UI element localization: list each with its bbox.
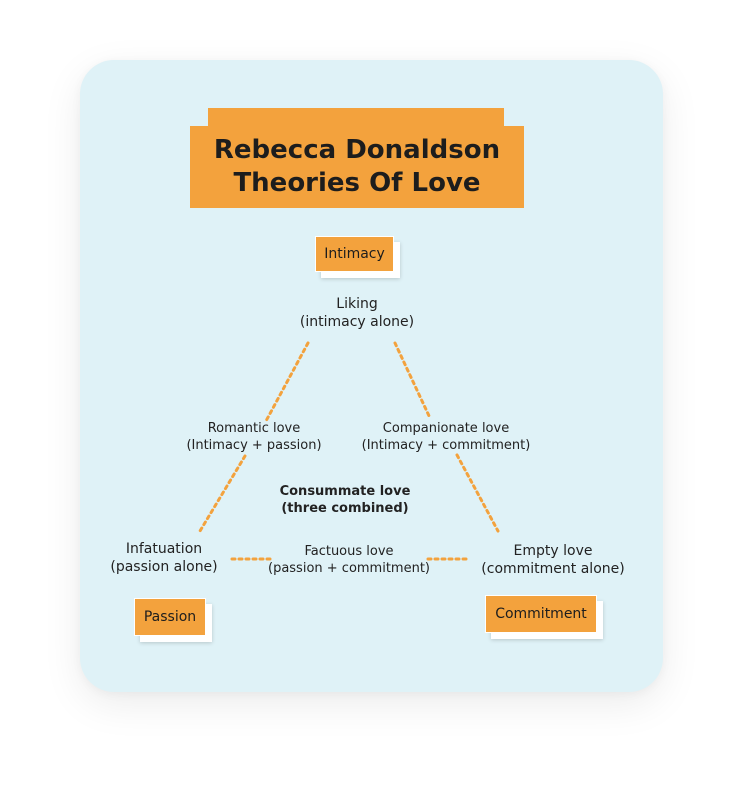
label-fatuous-love-name: Factuous love (304, 544, 394, 559)
label-consummate-love-name: Consummate love (279, 484, 411, 499)
vertex-intimacy-label: Intimacy (315, 236, 394, 272)
title-line-1: Rebecca Donaldson (213, 135, 501, 165)
label-consummate-love: Consummate love (three combined) (280, 483, 411, 517)
label-liking-name: Liking (336, 296, 378, 312)
label-empty-love-name: Empty love (513, 543, 593, 559)
label-companionate-love-desc: (Intimacy + commitment) (361, 438, 531, 453)
edge-liking-to-companionate (393, 341, 432, 420)
vertex-intimacy: Intimacy (315, 236, 400, 278)
label-liking-desc: (intimacy alone) (299, 314, 415, 330)
label-empty-love: Empty love (commitment alone) (481, 542, 624, 578)
label-romantic-love: Romantic love (Intimacy + passion) (186, 420, 321, 454)
label-companionate-love: Companionate love (Intimacy + commitment… (362, 420, 531, 454)
label-fatuous-love-desc: (passion + commitment) (267, 561, 431, 576)
label-infatuation-name: Infatuation (125, 541, 203, 557)
title-banner: Rebecca Donaldson Theories Of Love (190, 126, 524, 208)
edge-companionate-to-empty (455, 453, 500, 533)
label-romantic-love-desc: (Intimacy + passion) (186, 438, 322, 453)
vertex-passion: Passion (134, 598, 212, 642)
label-infatuation: Infatuation (passion alone) (110, 540, 217, 576)
vertex-commitment-label: Commitment (485, 595, 597, 633)
vertex-passion-label: Passion (134, 598, 206, 636)
label-liking: Liking (intimacy alone) (300, 295, 414, 331)
vertex-commitment: Commitment (485, 595, 603, 639)
edge-liking-to-romantic (264, 341, 310, 423)
title-line-2: Theories Of Love (233, 168, 481, 198)
label-romantic-love-name: Romantic love (207, 421, 301, 436)
label-fatuous-love: Factuous love (passion + commitment) (268, 543, 430, 577)
label-empty-love-desc: (commitment alone) (481, 561, 625, 577)
edge-romantic-to-infatuation (198, 454, 247, 533)
label-consummate-love-desc: (three combined) (281, 501, 409, 516)
label-infatuation-desc: (passion alone) (110, 559, 218, 575)
label-companionate-love-name: Companionate love (382, 421, 510, 436)
